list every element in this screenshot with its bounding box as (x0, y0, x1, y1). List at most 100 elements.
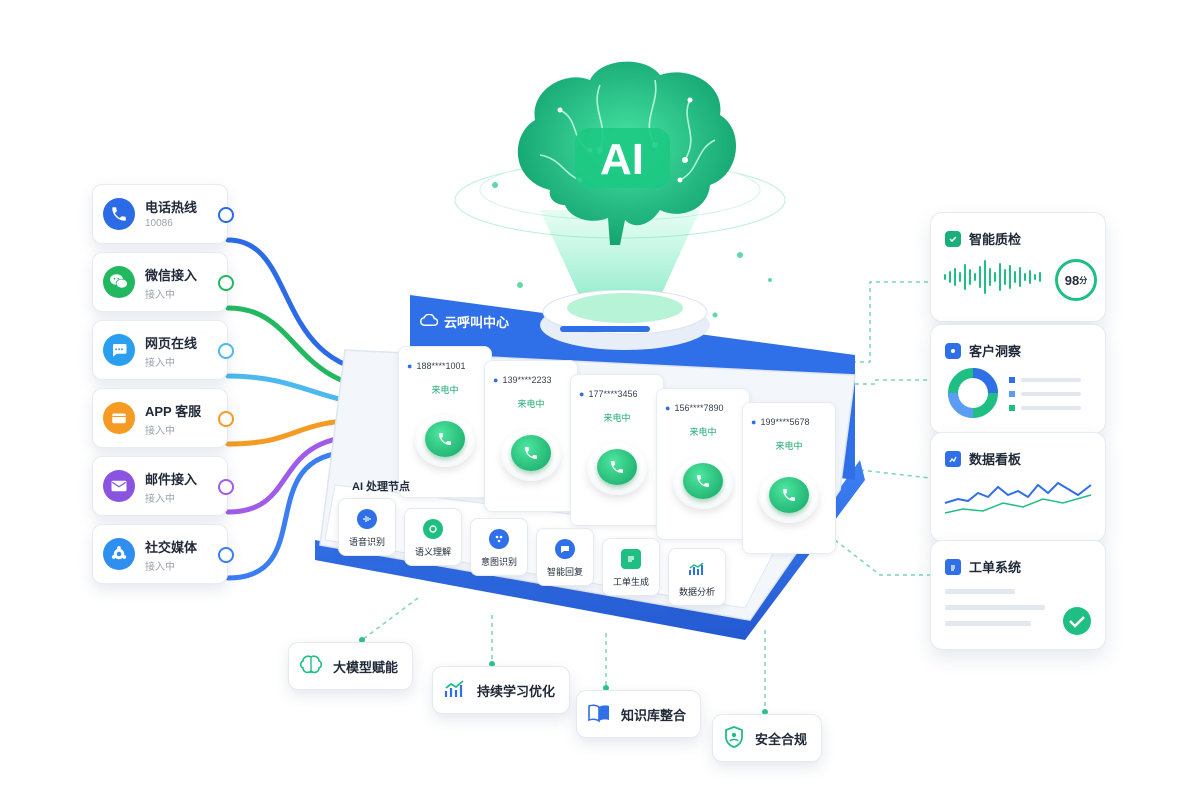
social-icon (103, 538, 135, 570)
caller-number: ●188****1001 (407, 361, 466, 371)
ai-node[interactable]: 语音识别 (338, 498, 396, 556)
panel-title: 数据看板 (969, 452, 1022, 467)
user-icon: ● (665, 403, 671, 413)
board-title: 云呼叫中心 (419, 312, 510, 331)
ai-brain-hologram: AI (454, 61, 786, 328)
channel-port (218, 275, 234, 291)
book-icon (587, 703, 611, 726)
channel-card-wechat[interactable]: 微信接入 接入中 (92, 252, 234, 312)
insight-panel[interactable]: 客户洞察 (930, 324, 1106, 434)
feature-pill[interactable]: 知识库整合 (576, 690, 702, 738)
channel-card-phone[interactable]: 电话热线 10086 (92, 184, 234, 244)
call-status: 来电中 (517, 399, 545, 409)
ai-node[interactable]: 智能回复 (536, 528, 594, 586)
channel-port (218, 547, 234, 563)
caller-number: ●139****2233 (493, 375, 552, 385)
chat-bubble-icon (103, 334, 135, 366)
channel-card-social[interactable]: 社交媒体 接入中 (92, 524, 234, 584)
answer-call-button[interactable] (769, 477, 809, 513)
channel-label: APP 客服 (145, 404, 202, 419)
phone-icon (697, 475, 709, 487)
wechat-icon (103, 266, 135, 298)
answer-call-button[interactable] (425, 421, 465, 457)
feature-label: 知识库整合 (621, 707, 687, 723)
line-graphic (944, 481, 1092, 514)
channel-sub: 接入中 (145, 562, 175, 573)
ticket-icon (621, 549, 641, 569)
caller-number: ●199****5678 (751, 417, 810, 427)
board-title-text: 云呼叫中心 (444, 315, 510, 330)
mail-icon (103, 470, 135, 502)
ai-node[interactable]: 意图识别 (470, 518, 528, 576)
ai-node-label: 智能回复 (546, 567, 583, 577)
ai-node-label: 数据分析 (678, 587, 715, 597)
call-status: 来电中 (603, 413, 631, 423)
shield-check-icon (945, 230, 961, 247)
panel-title: 工单系统 (969, 560, 1022, 575)
cloud-icon (419, 313, 439, 329)
channel-port (218, 479, 234, 495)
channel-port (218, 207, 234, 223)
feature-label: 大模型赋能 (333, 659, 399, 675)
feature-pill[interactable]: 大模型赋能 (288, 642, 414, 690)
feature-pill[interactable]: 安全合规 (712, 714, 823, 762)
phone-icon (439, 433, 451, 445)
user-icon: ● (493, 375, 499, 385)
panel-title: 智能质检 (969, 232, 1022, 247)
app-icon (103, 402, 135, 434)
ai-nodes-title: AI 处理节点 (352, 481, 411, 493)
growth-chart-icon (443, 679, 467, 702)
feature-label: 持续学习优化 (477, 683, 556, 699)
ai-node[interactable]: 工单生成 (602, 538, 660, 596)
semantic-icon (423, 519, 443, 539)
ticket-panel[interactable]: 工单系统 (930, 540, 1106, 650)
channel-card-web[interactable]: 网页在线 接入中 (92, 320, 234, 380)
shield-icon (945, 342, 961, 359)
call-slot[interactable]: ●177****3456 来电中 (570, 374, 664, 526)
waveform-graphic (944, 260, 1041, 294)
feature-pill[interactable]: 持续学习优化 (432, 666, 571, 714)
channel-card-mail[interactable]: 邮件接入 接入中 (92, 456, 234, 516)
call-slot[interactable]: ●188****1001 来电中 (398, 346, 492, 498)
channel-sub: 接入中 (145, 494, 175, 505)
ticket-lines-graphic (945, 589, 1091, 635)
answer-call-button[interactable] (683, 463, 723, 499)
dashboard-panel[interactable]: 数据看板 (930, 432, 1106, 542)
ai-label: AI (600, 135, 644, 184)
channel-sub: 10086 (145, 218, 173, 229)
call-status: 来电中 (775, 441, 803, 451)
call-status: 来电中 (689, 427, 717, 437)
call-slot[interactable]: ●199****5678 来电中 (742, 402, 836, 554)
channel-port (218, 343, 234, 359)
phone-icon (525, 447, 537, 459)
channel-sub: 接入中 (145, 290, 175, 301)
phone-icon (611, 461, 623, 473)
analytics-icon (687, 559, 707, 579)
ai-node[interactable]: 数据分析 (668, 548, 726, 606)
dashboard-icon (945, 450, 961, 467)
brain-icon (299, 654, 323, 679)
panel-title: 客户洞察 (969, 344, 1022, 359)
phone-icon (103, 198, 135, 230)
reply-icon (555, 539, 575, 559)
ai-node[interactable]: 语义理解 (404, 508, 462, 566)
channel-sub: 接入中 (145, 426, 175, 437)
channel-label: 微信接入 (145, 268, 198, 283)
channel-label: 邮件接入 (145, 472, 198, 487)
answer-call-button[interactable] (511, 435, 551, 471)
call-status: 来电中 (431, 385, 459, 395)
intent-icon (489, 529, 509, 549)
voice-icon (357, 509, 377, 529)
clipboard-icon (945, 558, 961, 575)
channel-card-app[interactable]: APP 客服 接入中 (92, 388, 234, 448)
user-icon: ● (751, 417, 757, 427)
answer-call-button[interactable] (597, 449, 637, 485)
call-slot[interactable]: ●156****7890 来电中 (656, 388, 750, 540)
ai-node-label: 语音识别 (348, 537, 385, 547)
feature-label: 安全合规 (755, 731, 808, 747)
call-slot[interactable]: ●139****2233 来电中 (484, 360, 578, 512)
channel-label: 社交媒体 (145, 540, 198, 555)
user-icon: ● (407, 361, 413, 371)
